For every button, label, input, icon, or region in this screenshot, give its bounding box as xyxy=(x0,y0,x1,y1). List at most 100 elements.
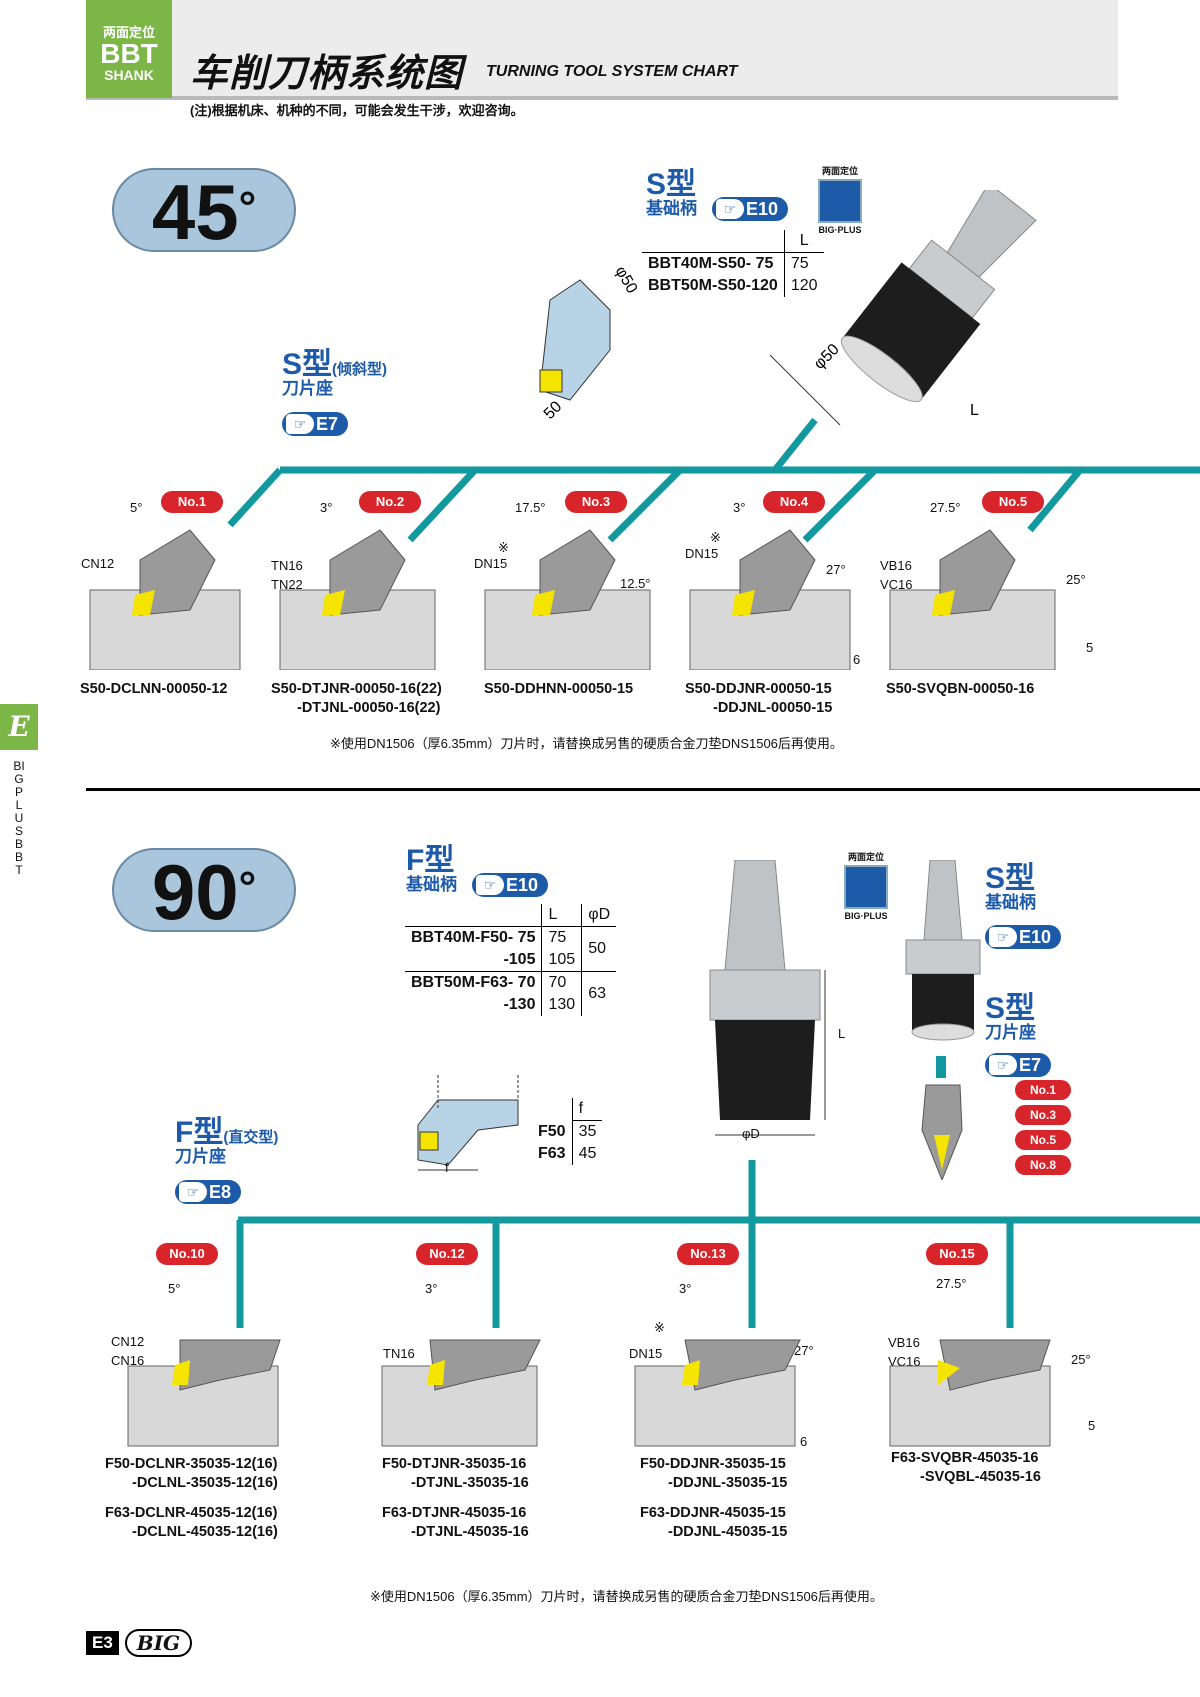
f-dim-label: f xyxy=(445,1160,449,1175)
insert-code: DN15 xyxy=(474,556,508,571)
tool-dim: 6 xyxy=(800,1434,808,1449)
tool-angle-2: 27° xyxy=(794,1343,814,1358)
tool-dim: 5 xyxy=(1086,640,1094,655)
tool-angle: 3° xyxy=(733,500,746,515)
insert-code: DN15 xyxy=(685,546,719,561)
table-cell-l: 105 xyxy=(541,949,582,972)
tool-model: -DTJNL-00050-16(22) xyxy=(297,700,441,716)
bigplus-icon xyxy=(844,865,888,909)
f-table-value: 35 xyxy=(571,1120,603,1143)
tool-drawings-45 xyxy=(89,529,1056,670)
bigplus-logo: 两面定位 BIG·PLUS xyxy=(814,164,866,235)
tool-dim: 5 xyxy=(1088,1418,1096,1433)
tool-angle: 3° xyxy=(679,1281,692,1296)
tool-no-badge[interactable]: No.10 xyxy=(156,1243,218,1265)
tool-no-badge[interactable]: No.4 xyxy=(763,491,825,513)
table-cell-model: BBT40M-S50- 75 xyxy=(648,255,774,272)
tool-no-badge[interactable]: No.12 xyxy=(416,1243,478,1265)
tool-model: -DCLNL-35035-12(16) xyxy=(132,1475,278,1491)
insert-code: TN16 xyxy=(383,1346,415,1361)
s-shank-type: S型 xyxy=(646,168,697,201)
f-holder-drawing xyxy=(417,1075,519,1171)
tool-model: S50-DDHNN-00050-15 xyxy=(484,681,634,697)
tool-angle: 17.5° xyxy=(515,500,546,515)
tool-angle-2: 12.5° xyxy=(620,576,651,591)
section-tab-e[interactable]: E xyxy=(0,704,38,750)
s-holder-sub-90: 刀片座 xyxy=(985,1023,1036,1042)
tool-model: -DDJNL-00050-15 xyxy=(713,700,833,716)
tool-angle: 3° xyxy=(425,1281,438,1296)
tool-angle: 27.5° xyxy=(936,1276,967,1291)
pointing-hand-icon: ☞ xyxy=(989,1055,1017,1075)
tool-model: F50-DTJNR-35035-16 xyxy=(382,1456,527,1472)
bigplus-top: 两面定位 xyxy=(821,166,858,176)
insert-note-mark: ※ xyxy=(498,540,509,555)
s-holder-ref-button-90[interactable]: ☞E7 xyxy=(985,1053,1052,1077)
table-head-l: L xyxy=(541,904,582,927)
s-shank-ref-button-90[interactable]: ☞E10 xyxy=(985,925,1062,949)
insert-note-mark: ※ xyxy=(654,1320,665,1335)
big-logo: BIG xyxy=(124,1629,193,1657)
tool-no-badge[interactable]: No.13 xyxy=(677,1243,739,1265)
tool-model: S50-SVQBN-00050-16 xyxy=(886,681,1035,697)
s-holder-paren: (倾斜型) xyxy=(332,361,388,378)
tool-model: -DTJNL-45035-16 xyxy=(411,1524,529,1540)
tool-angle-2: 25° xyxy=(1071,1352,1091,1367)
f-shank-type: F型 xyxy=(406,844,455,877)
table-head-d: φD xyxy=(581,904,617,927)
f-shank-ref-button[interactable]: ☞E10 xyxy=(472,873,549,897)
s-holder-ref-button[interactable]: ☞E7 xyxy=(282,412,349,436)
s-holder-type-90: S型 xyxy=(985,992,1036,1025)
tool-model: F63-DTJNR-45035-16 xyxy=(382,1505,527,1521)
s-no-badge[interactable]: No.3 xyxy=(1015,1105,1071,1125)
s-shank-ref-90: E10 xyxy=(1019,927,1052,947)
f-holder-header: F型(直交型) 刀片座 xyxy=(175,1118,278,1166)
tool-no-badge[interactable]: No.3 xyxy=(565,491,627,513)
tool-angle: 5° xyxy=(130,500,143,515)
s-holder-type: S型 xyxy=(282,348,333,381)
pointing-hand-icon: ☞ xyxy=(989,927,1017,947)
s-no-badge[interactable]: No.1 xyxy=(1015,1080,1071,1100)
f-shank-header: F型 基础柄 xyxy=(406,846,457,894)
s-no-badge[interactable]: No.5 xyxy=(1015,1130,1071,1150)
s-shank-ref-button[interactable]: ☞E10 xyxy=(712,197,789,221)
section-tab-text: BIGPLUS BBT xyxy=(13,759,25,877)
s-shank-header: S型 基础柄 xyxy=(646,170,697,218)
f-shank-dim-l: L xyxy=(838,1026,846,1041)
footnote-45: ※使用DN1506（厚6.35mm）刀片时，请替换成另售的硬质合金刀垫DNS15… xyxy=(330,736,843,751)
f-table-head: f xyxy=(571,1098,603,1121)
header-note: (注)根据机床、机种的不同，可能会发生干涉，欢迎咨询。 xyxy=(190,103,524,118)
s-holder-ref-90: E7 xyxy=(1019,1055,1042,1075)
tool-no-badge[interactable]: No.5 xyxy=(982,491,1044,513)
insert-code: VB16 VC16 xyxy=(888,1335,921,1369)
insert-code: DN15 xyxy=(629,1346,663,1361)
tool-model: -DTJNL-35035-16 xyxy=(411,1475,529,1491)
tool-angle: 27.5° xyxy=(930,500,961,515)
angle-badge-90: 90° xyxy=(112,848,296,934)
table-cell-l: 130 xyxy=(541,994,582,1016)
s-no-badge[interactable]: No.8 xyxy=(1015,1155,1071,1175)
page-title-en: TURNING TOOL SYSTEM CHART xyxy=(486,63,738,80)
tool-model: F63-DDJNR-45035-15 xyxy=(640,1505,786,1521)
f-holder-ref-button[interactable]: ☞E8 xyxy=(175,1180,242,1204)
table-cell-model: -105 xyxy=(405,949,542,972)
tool-no-badge[interactable]: No.1 xyxy=(161,491,223,513)
tool-model: S50-DCLNN-00050-12 xyxy=(80,681,228,697)
tool-no-badge[interactable]: No.15 xyxy=(926,1243,988,1265)
table-cell-l: 120 xyxy=(783,275,824,297)
f-holder-paren: (直交型) xyxy=(223,1129,279,1146)
angle-45-value: 45 xyxy=(151,168,239,256)
bigplus-top: 两面定位 xyxy=(847,852,884,862)
s-holder-ref: E7 xyxy=(316,414,339,434)
s-shank-sub: 基础柄 xyxy=(646,199,697,218)
tool-no-badge[interactable]: No.2 xyxy=(359,491,421,513)
page-title-cn: 车削刀柄系统图 xyxy=(190,53,464,95)
pointing-hand-icon: ☞ xyxy=(476,875,504,895)
tool-angle: 3° xyxy=(320,500,333,515)
table-cell-d: 63 xyxy=(581,971,617,1016)
